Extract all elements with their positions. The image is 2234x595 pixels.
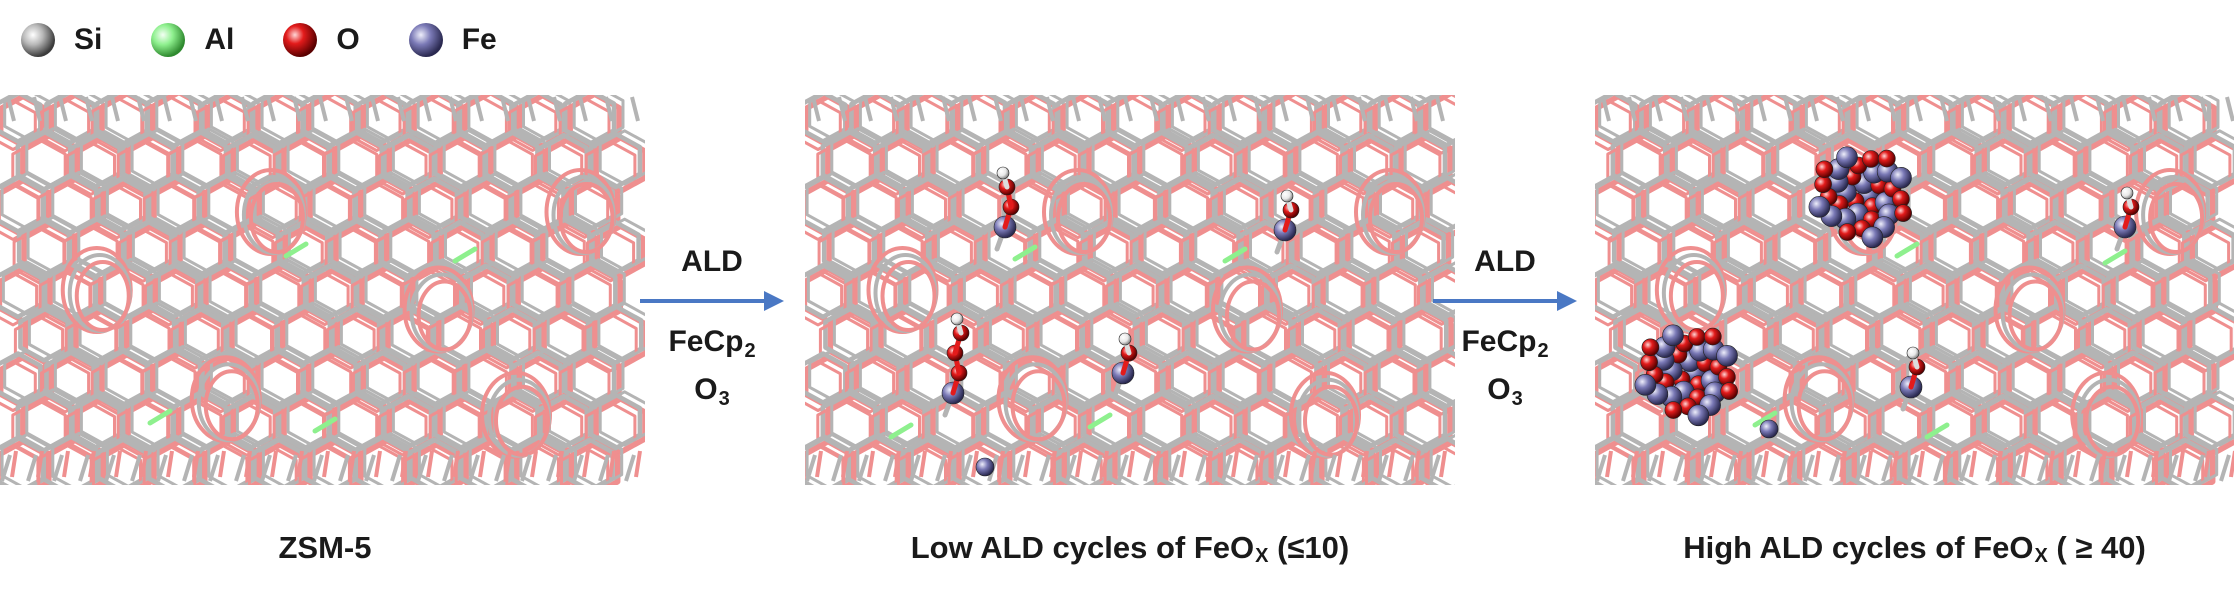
atom-legend: Si Al O Fe bbox=[18, 18, 543, 62]
legend-label-o: O bbox=[336, 23, 360, 56]
high-cycle-framework-panel bbox=[1581, 83, 2234, 504]
legend-label-fe: Fe bbox=[461, 23, 497, 56]
caption-high-text: High ALD cycles of FeO bbox=[1683, 530, 2034, 565]
oxygen-atom-icon bbox=[283, 23, 318, 57]
caption-zsm5: ZSM-5 bbox=[278, 530, 372, 565]
right-arrow-icon bbox=[640, 291, 784, 311]
zeolite-framework-structure bbox=[791, 83, 1483, 504]
right-arrow-icon bbox=[1433, 291, 1577, 311]
low-cycle-framework-panel bbox=[791, 83, 1483, 504]
step-label-ald: ALD bbox=[1474, 245, 1536, 278]
step-label-oxidant: O3 bbox=[1425, 366, 1585, 414]
aluminum-atom-icon bbox=[151, 23, 186, 57]
legend-item-o: O bbox=[280, 20, 360, 60]
caption-high-range: ( ≥ 40) bbox=[2047, 530, 2146, 565]
precursor-subscript: 2 bbox=[1537, 340, 1549, 362]
oxidant-formula: O bbox=[1487, 373, 1511, 406]
caption-low-cycles: Low ALD cycles of FeOX (≤10) bbox=[805, 530, 1455, 568]
oxidant-formula: O bbox=[694, 373, 718, 406]
caption-high-subscript: X bbox=[2034, 545, 2048, 567]
legend-item-al: Al bbox=[148, 20, 234, 60]
precursor-formula: FeCp bbox=[668, 325, 744, 358]
legend-label-al: Al bbox=[204, 23, 235, 56]
caption-low-text: Low ALD cycles of FeO bbox=[910, 530, 1255, 565]
caption-high-cycles: High ALD cycles of FeOX ( ≥ 40) bbox=[1595, 530, 2234, 568]
legend-item-si: Si bbox=[18, 20, 102, 60]
oxidant-subscript: 3 bbox=[718, 388, 730, 410]
ald-step-2: ALD FeCp2 O3 bbox=[1425, 238, 1585, 414]
precursor-formula: FeCp bbox=[1461, 325, 1537, 358]
aluminum-sites bbox=[147, 241, 478, 434]
feox-clusters bbox=[1634, 146, 2140, 440]
step-label-ald: ALD bbox=[681, 245, 743, 278]
legend-item-fe: Fe bbox=[406, 20, 497, 60]
silicon-atom-icon bbox=[21, 23, 55, 57]
zsm5-framework-panel bbox=[0, 83, 652, 504]
caption-low-subscript: X bbox=[1255, 545, 1269, 567]
step-label-precursor: FeCp2 bbox=[1425, 318, 1585, 366]
legend-label-si: Si bbox=[74, 23, 103, 56]
precursor-subscript: 2 bbox=[744, 340, 756, 362]
step-label-oxidant: O3 bbox=[632, 366, 792, 414]
caption-low-range: (≤10) bbox=[1268, 530, 1350, 565]
step-label-precursor: FeCp2 bbox=[632, 318, 792, 366]
isolated-fe-species bbox=[888, 166, 1300, 477]
oxidant-subscript: 3 bbox=[1511, 388, 1523, 410]
ald-step-1: ALD FeCp2 O3 bbox=[632, 238, 792, 414]
zeolite-framework-structure bbox=[1581, 83, 2234, 504]
iron-atom-icon bbox=[408, 23, 443, 57]
